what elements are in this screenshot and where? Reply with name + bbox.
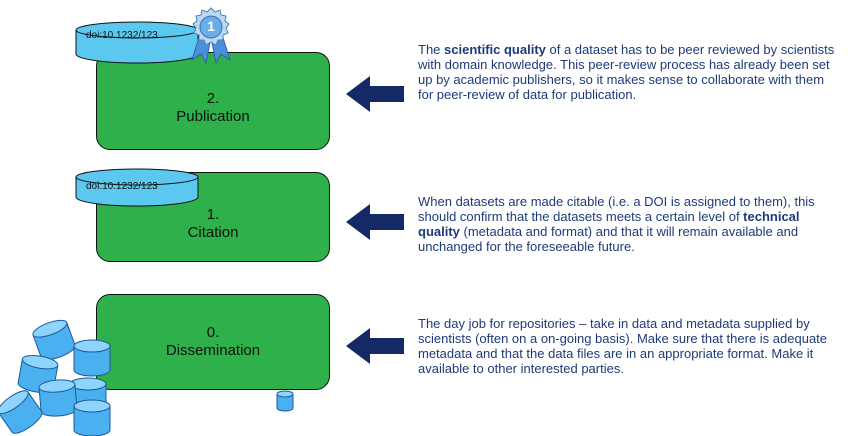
citation-doi-label: doi:10.1232/123	[86, 181, 158, 192]
award-ribbon-icon	[191, 7, 231, 64]
arrow-left-dissemination	[346, 328, 404, 364]
dissemination-desc-pre: The day job for repositories – take in d…	[418, 316, 828, 376]
citation-desc-pre: When datasets are made citable (i.e. a D…	[418, 194, 815, 224]
citation-description: When datasets are made citable (i.e. a D…	[418, 194, 838, 254]
publication-doi-disk	[75, 21, 199, 64]
citation-doi-disk	[75, 168, 199, 207]
arrow-left-publication	[346, 76, 404, 112]
dissemination-description: The day job for repositories – take in d…	[418, 316, 838, 376]
dissemination-title: Dissemination	[165, 342, 261, 359]
publication-description: The scientific quality of a dataset has …	[418, 42, 838, 102]
data-cylinder-pile-icon	[0, 318, 111, 436]
publication-desc-bold: scientific quality	[444, 42, 546, 57]
citation-desc-bold: technical quality	[418, 209, 800, 239]
arrow-left-citation	[346, 204, 404, 240]
publication-title: Publication	[176, 108, 250, 125]
publication-doi-label: doi:10.1232/123	[86, 30, 158, 41]
dissemination-box: 0. Dissemination	[96, 294, 330, 390]
publication-desc-post: of a dataset has to be peer reviewed by …	[418, 42, 835, 102]
publication-box: 2. Publication	[96, 52, 330, 150]
publication-number: 2.	[206, 90, 220, 107]
publication-desc-pre: The	[418, 42, 445, 57]
citation-desc-post: (metadata and format) and that it will r…	[418, 224, 799, 254]
citation-number: 1.	[206, 206, 220, 223]
data-cylinder-icon	[276, 390, 294, 412]
award-badge-number: 1	[207, 18, 215, 34]
dissemination-number: 0.	[206, 324, 220, 341]
citation-title: Citation	[187, 224, 239, 241]
